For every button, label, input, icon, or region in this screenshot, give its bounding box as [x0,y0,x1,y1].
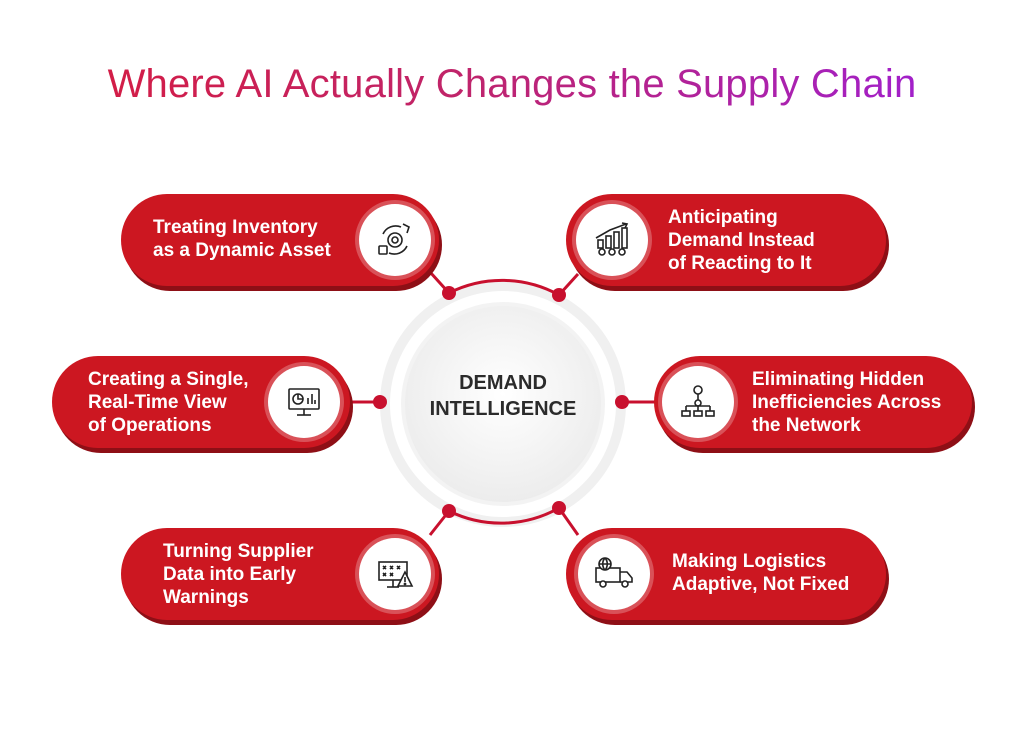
dot-view [373,395,387,409]
node-supplier: Turning Supplier Data into Early Warning… [121,528,439,620]
node-view: Creating a Single, Real-Time View of Ope… [52,356,350,448]
node-inefficiencies: Eliminating Hidden Inefficiencies Across… [654,356,972,448]
inventory-cycle-icon [359,204,431,276]
network-hierarchy-icon [662,366,734,438]
node-logistics: Making Logistics Adaptive, Not Fixed [566,528,886,620]
node-inventory-label: Treating Inventory as a Dynamic Asset [153,217,331,261]
center-label: DEMAND INTELLIGENCE [429,372,577,420]
top-arc [448,278,560,297]
node-logistics-label: Making Logistics Adaptive, Not Fixed [672,551,850,595]
node-supplier-label: Turning Supplier Data into Early Warning… [163,541,314,608]
warning-board-icon [359,538,431,610]
node-inventory: Treating Inventory as a Dynamic Asset [121,194,439,286]
dot-demand [552,288,566,302]
node-demand-label: Anticipating Demand Instead of Reacting … [668,207,815,274]
node-demand: Anticipating Demand Instead of Reacting … [566,194,886,286]
dot-supplier [442,504,456,518]
node-inefficiencies-label: Eliminating Hidden Inefficiencies Across… [752,369,942,436]
dot-inefficiencies [615,395,629,409]
node-view-label: Creating a Single, Real-Time View of Ope… [88,369,249,436]
bottom-arc [448,506,560,525]
demand-growth-icon [576,204,648,276]
dot-inventory [442,286,456,300]
page-title: Where AI Actually Changes the Supply Cha… [0,62,1024,107]
delivery-truck-icon [578,538,650,610]
dashboard-monitor-icon [268,366,340,438]
center-circle [401,302,605,506]
dot-logistics [552,501,566,515]
